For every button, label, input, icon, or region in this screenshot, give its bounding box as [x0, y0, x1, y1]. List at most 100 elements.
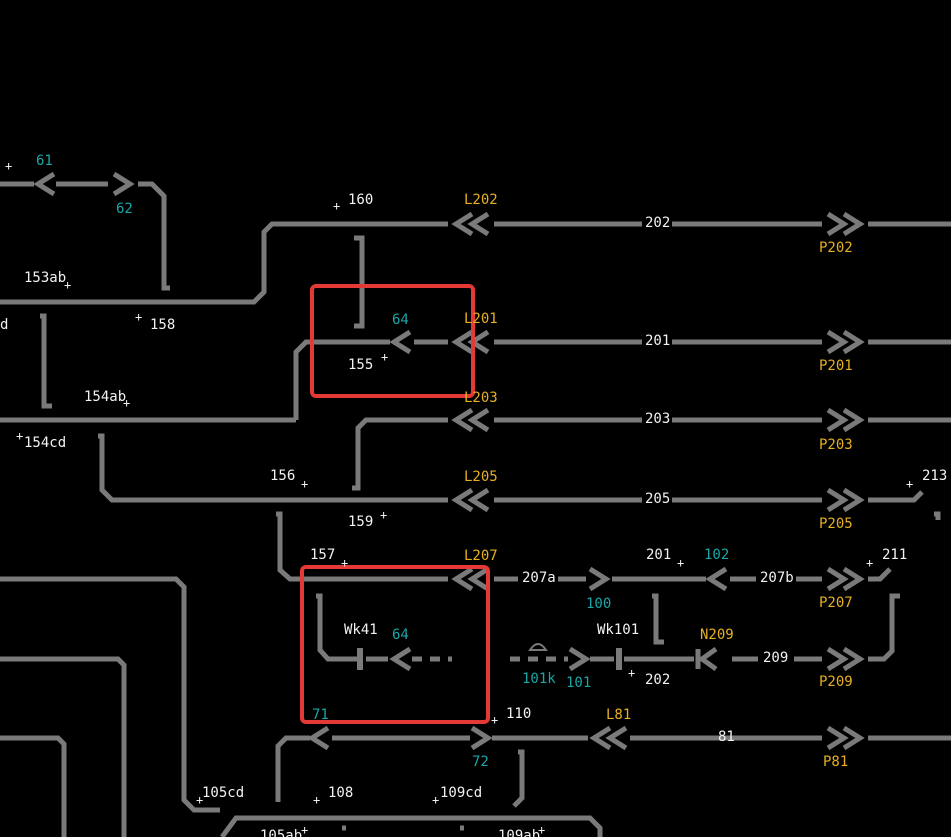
signal-64-icon[interactable] — [389, 329, 412, 355]
label-202: 202 — [645, 215, 671, 231]
signal-P205-icon[interactable] — [826, 487, 865, 513]
track-154cd[interactable] — [98, 433, 448, 503]
label-158: 158 — [150, 317, 176, 333]
track-155-stub[interactable] — [354, 235, 365, 329]
label-207b: 207b — [760, 570, 794, 586]
signal-101-icon[interactable] — [568, 646, 591, 672]
label-L205: L205 — [464, 469, 498, 485]
label-109cd: 109cd — [440, 785, 483, 801]
signal-L203-icon[interactable] — [451, 407, 490, 433]
signal-N209-icon[interactable] — [695, 646, 718, 672]
label-81: 81 — [718, 729, 735, 745]
label-L202: L202 — [464, 192, 498, 208]
track-left-4[interactable] — [0, 735, 67, 837]
signal-100-icon[interactable] — [588, 566, 611, 592]
track-155[interactable] — [293, 339, 390, 420]
joint-marker-icon: + — [196, 793, 204, 807]
label-L207: L207 — [464, 548, 498, 564]
label-Wk101: Wk101 — [597, 622, 640, 638]
track-left-3[interactable] — [0, 656, 127, 837]
track-bottom[interactable] — [219, 815, 603, 837]
label-101: 101 — [566, 675, 592, 691]
signal-L205-icon[interactable] — [451, 487, 490, 513]
joint-marker-icon: + — [381, 350, 389, 364]
label-160: 160 — [348, 192, 374, 208]
label-L81: L81 — [606, 707, 632, 723]
signal-L207-icon[interactable] — [451, 566, 490, 592]
label-d: d — [0, 317, 9, 333]
label-156: 156 — [270, 468, 296, 484]
label-153ab: 153ab — [24, 270, 67, 286]
highlight-box-2 — [300, 565, 490, 724]
joint-marker-icon: + — [333, 199, 341, 213]
track-157[interactable] — [276, 511, 448, 582]
signal-64b-icon[interactable] — [389, 646, 412, 672]
label-154ab: 154ab — [84, 389, 127, 405]
label-P207: P207 — [819, 595, 853, 611]
label-P81: P81 — [823, 754, 849, 770]
signal-P203-icon[interactable] — [826, 407, 865, 433]
label-P202: P202 — [819, 240, 853, 256]
signal-102-icon[interactable] — [705, 566, 728, 592]
label-203: 203 — [645, 411, 671, 427]
signal-61-icon[interactable] — [33, 171, 56, 197]
joint-marker-icon: + — [380, 508, 388, 522]
signal-L81-icon[interactable] — [589, 725, 628, 751]
track-wk41[interactable] — [316, 593, 358, 662]
label-155: 155 — [348, 357, 374, 373]
joint-marker-icon: + — [16, 429, 24, 443]
joint-marker-icon: + — [64, 278, 72, 292]
joint-marker-icon: + — [123, 396, 131, 410]
track-203-branch[interactable] — [352, 417, 448, 491]
signal-P201-icon[interactable] — [826, 329, 865, 355]
track-62-curve[interactable] — [138, 181, 170, 291]
label-105ab: 105ab — [260, 828, 303, 837]
label-201: 201 — [645, 333, 671, 349]
label-205: 205 — [645, 491, 671, 507]
track-213[interactable] — [934, 511, 941, 520]
label-P205: P205 — [819, 516, 853, 532]
track-209-right[interactable] — [868, 593, 900, 662]
label-211: 211 — [882, 547, 908, 563]
track-109cd[interactable] — [512, 749, 525, 808]
signal-P207-icon[interactable] — [826, 566, 865, 592]
signal-71-icon[interactable] — [307, 725, 330, 751]
track-158[interactable] — [40, 313, 52, 409]
track-205-right[interactable] — [868, 490, 924, 503]
label-105cd: 105cd — [202, 785, 245, 801]
track-211[interactable] — [868, 567, 892, 582]
joint-marker-icon: + — [301, 477, 309, 491]
signal-72-icon[interactable] — [470, 725, 493, 751]
track-108[interactable] — [275, 735, 310, 802]
joint-marker-icon: + — [866, 556, 874, 570]
label-61: 61 — [36, 153, 53, 169]
block-wk101-icon[interactable] — [616, 648, 622, 670]
label-110: 110 — [506, 706, 532, 722]
label-72: 72 — [472, 754, 489, 770]
label-64b: 64 — [392, 627, 409, 643]
label-62: 62 — [116, 201, 133, 217]
joint-marker-icon: + — [628, 666, 636, 680]
label-207a: 207a — [522, 570, 556, 586]
label-202b: 202 — [645, 672, 671, 688]
signal-P202-icon[interactable] — [826, 211, 865, 237]
joint-marker-icon: + — [538, 823, 546, 837]
block-wk41-icon[interactable] — [357, 648, 363, 670]
joint-marker-icon: + — [5, 159, 13, 173]
joint-marker-icon: + — [301, 823, 309, 837]
track-100-stub[interactable] — [652, 593, 664, 645]
label-71: 71 — [312, 707, 329, 723]
label-L203: L203 — [464, 390, 498, 406]
signal-L202-icon[interactable] — [451, 211, 490, 237]
label-213: 213 — [922, 468, 948, 484]
label-Wk41: Wk41 — [344, 622, 378, 638]
track-153ab[interactable] — [0, 221, 448, 305]
track-207-left[interactable] — [0, 576, 220, 813]
joint-marker-icon: + — [135, 310, 143, 324]
signal-P81-icon[interactable] — [826, 725, 865, 751]
signal-P209-icon[interactable] — [826, 646, 865, 672]
label-64: 64 — [392, 312, 409, 328]
signal-62-icon[interactable] — [112, 171, 135, 197]
